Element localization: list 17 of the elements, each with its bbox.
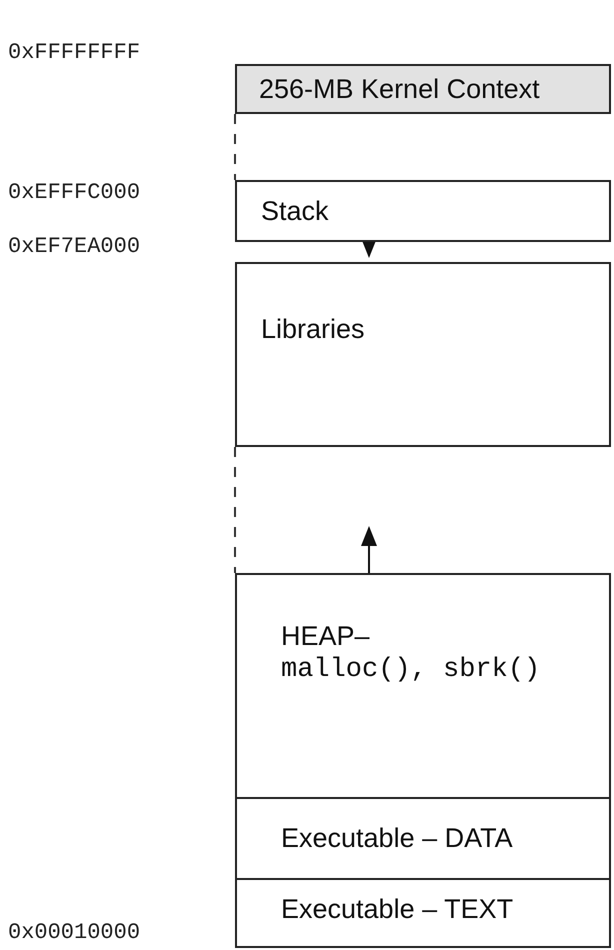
memory-segment: [235, 262, 611, 447]
memory-segment: [235, 180, 611, 242]
function-names: malloc(), sbrk(): [281, 655, 540, 685]
memory-segment: [235, 797, 611, 880]
segment-label: Libraries: [261, 314, 365, 345]
address-label: 0x00010000: [8, 920, 140, 945]
segment-label: Stack: [261, 196, 329, 227]
address-label: 0xEF7EA000: [8, 234, 140, 259]
segment-label: Executable – DATA: [281, 823, 513, 854]
memory-segment: [235, 878, 611, 948]
segment-label: Executable – TEXT: [281, 894, 514, 925]
memory-segment: [235, 64, 611, 114]
segment-label: 256-MB Kernel Context: [259, 74, 540, 105]
address-label: 0xEFFFC000: [8, 180, 140, 205]
address-label: 0xFFFFFFFF: [8, 40, 140, 65]
memory-segment: [235, 573, 611, 799]
segment-label: HEAP–: [281, 621, 370, 652]
